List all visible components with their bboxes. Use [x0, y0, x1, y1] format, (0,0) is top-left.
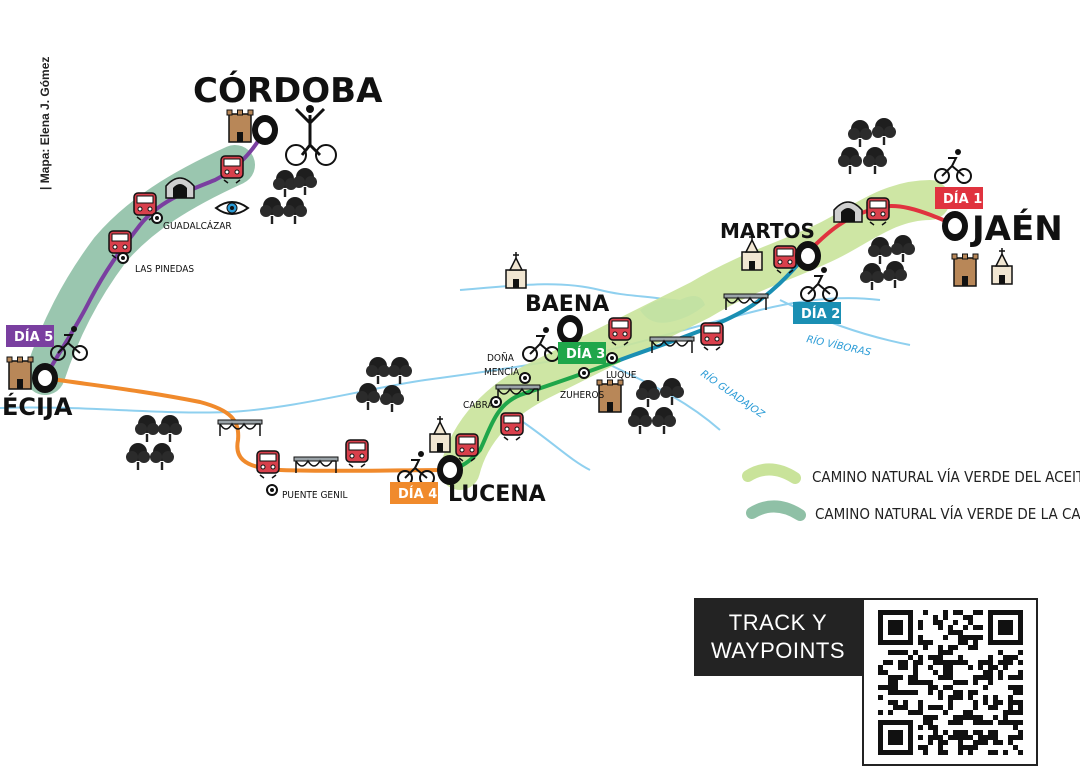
legend: CAMINO NATURAL VÍA VERDE DEL ACEITE CAMI… — [742, 463, 1080, 523]
tree-icon — [868, 237, 892, 264]
river-branch-c — [599, 359, 721, 431]
cyclist-icon — [397, 450, 435, 486]
town-label-dona: DOÑA — [487, 351, 515, 364]
castle-icon — [6, 356, 34, 390]
day-tag-2-text: DÍA 2 — [801, 306, 840, 322]
city-label-cordoba: CÓRDOBA — [193, 70, 383, 111]
river-label-viboras: RÍO VÍBORAS — [805, 332, 873, 358]
city-node-baena — [557, 315, 583, 345]
tree-icon — [838, 147, 862, 174]
tree-icon — [158, 415, 182, 442]
cyclist-icon — [934, 148, 972, 184]
day-tag-1: DÍA 1 — [935, 187, 983, 209]
tree-icon — [260, 197, 284, 224]
town-node-las-pinedas — [117, 252, 129, 264]
town-label-guadalcazar: GUADALCÁZAR — [163, 219, 232, 232]
cyclist-cheering-icon — [285, 105, 337, 166]
castle-icon — [226, 109, 254, 143]
church-icon — [429, 415, 451, 453]
tree-icon — [283, 197, 307, 224]
city-node-martos — [795, 241, 821, 271]
bridge-icon — [649, 336, 695, 354]
day-tag-5-text: DÍA 5 — [14, 329, 53, 345]
tree-icon — [872, 118, 896, 145]
train-icon — [256, 450, 280, 479]
tunnel-icon — [165, 177, 195, 199]
day-tag-4: DÍA 4 — [390, 482, 438, 504]
town-node-dona-mencia — [519, 372, 531, 384]
city-label-ecija: ÉCIJA — [2, 392, 73, 421]
legend-label-campina: CAMINO NATURAL VÍA VERDE DE LA CAMPIÑA — [815, 504, 1080, 523]
track-waypoints-box: TRACK Y WAYPOINTS — [694, 598, 862, 676]
town-label-zuheros: ZUHEROS — [560, 390, 605, 401]
tree-icon — [652, 407, 676, 434]
church-icon — [505, 251, 527, 289]
legend-swatch-campina — [746, 500, 806, 521]
tree-icon — [628, 407, 652, 434]
tree-icon — [366, 357, 390, 384]
train-icon — [345, 439, 369, 468]
legend-label-aceite: CAMINO NATURAL VÍA VERDE DEL ACEITE — [812, 467, 1080, 486]
day-tag-3: DÍA 3 — [558, 342, 606, 364]
train-icon — [500, 412, 524, 441]
tree-icon — [636, 380, 660, 407]
city-node-cordoba — [252, 115, 278, 145]
town-label-cabra: CABRA — [463, 400, 494, 411]
eye-icon — [214, 201, 250, 215]
legend-swatch-aceite — [742, 463, 801, 484]
tree-icon — [388, 357, 412, 384]
city-node-jaen — [942, 211, 968, 241]
river-branch-b — [519, 419, 591, 471]
tree-icon — [293, 168, 317, 195]
city-node-lucena — [437, 455, 463, 485]
track-line-2: WAYPOINTS — [710, 638, 846, 663]
town-label-luque: LUQUE — [606, 370, 637, 381]
city-label-jaen: JAÉN — [970, 208, 1063, 249]
train-icon — [700, 322, 724, 351]
river-label-guadajoz: RÍO GUADAJOZ — [698, 367, 768, 421]
city-label-martos: MARTOS — [720, 219, 815, 243]
town-node-luque — [606, 352, 618, 364]
river-main — [0, 297, 881, 414]
castle-icon — [951, 253, 979, 287]
city-label-baena: BAENA — [525, 292, 609, 317]
town-label-mencia: MENCÍA — [484, 365, 520, 378]
tree-icon — [380, 385, 404, 412]
town-node-guadalcazar — [151, 212, 163, 224]
tree-icon — [891, 235, 915, 262]
city-label-lucena: LUCENA — [448, 482, 546, 507]
route-day-3 — [449, 358, 621, 472]
town-label-puente-genil: PUENTE GENIL — [282, 490, 348, 501]
route-day-4 — [44, 376, 451, 473]
church-icon — [991, 247, 1013, 285]
tree-icon — [860, 263, 884, 290]
tree-icon — [135, 415, 159, 442]
qr-pattern — [878, 610, 1023, 755]
tree-icon — [126, 443, 150, 470]
town-label-las-pinedas: LAS PINEDAS — [135, 264, 194, 275]
tree-icon — [883, 261, 907, 288]
aceite-band — [440, 180, 950, 490]
day-tag-2: DÍA 2 — [793, 302, 841, 324]
tunnel-icon — [833, 201, 863, 223]
day-tag-4-text: DÍA 4 — [398, 486, 437, 502]
tree-icon — [863, 147, 887, 174]
track-line-1: TRACK Y — [728, 610, 828, 635]
day-tag-3-text: DÍA 3 — [566, 346, 605, 362]
tree-icon — [150, 443, 174, 470]
town-node-puente-genil — [266, 484, 278, 496]
tree-icon — [848, 120, 872, 147]
day-tag-1-text: DÍA 1 — [943, 191, 982, 207]
town-node-zuheros — [578, 367, 590, 379]
city-node-ecija — [32, 363, 58, 393]
day-tag-5: DÍA 5 — [6, 325, 54, 347]
qr-code-icon[interactable] — [862, 598, 1038, 766]
tree-icon — [356, 383, 380, 410]
